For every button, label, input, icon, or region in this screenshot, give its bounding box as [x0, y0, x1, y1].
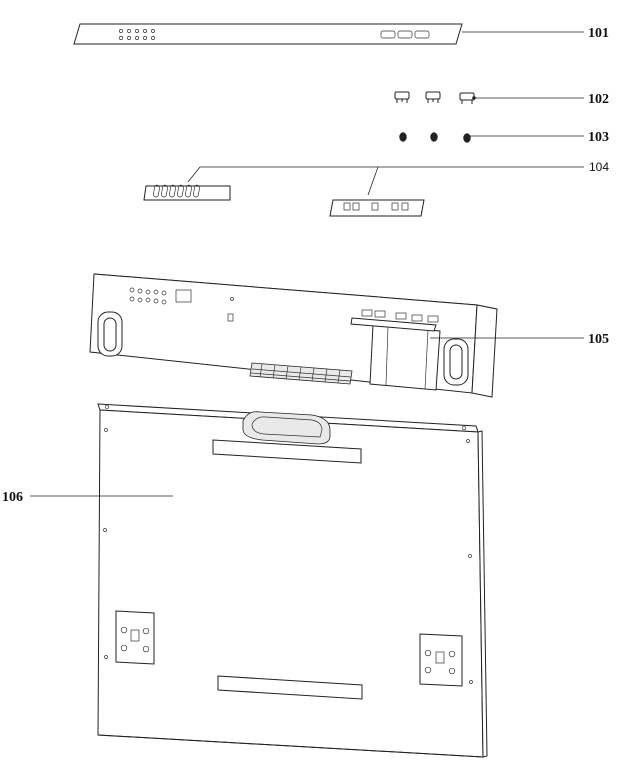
part-106-screw-holes [103, 404, 473, 684]
part-105-board-slots [361, 309, 439, 323]
label-104: 104 [589, 160, 609, 174]
part-106-handle [242, 411, 331, 445]
part-105-left-handle [97, 311, 123, 357]
part-101-panel-strip [73, 23, 584, 45]
part-104-boards [143, 166, 584, 217]
part-106-door-panel [30, 403, 488, 758]
label-106: 106 [2, 490, 23, 505]
part-105-right-handle [443, 338, 469, 386]
label-101: 101 [588, 26, 609, 41]
part-104-board-left [143, 184, 231, 201]
part-106-left-hinge-plate [115, 610, 155, 665]
label-105: 105 [588, 332, 609, 347]
part-105-housing [89, 273, 584, 398]
part-101-display-windows [380, 30, 430, 39]
part-106-right-hinge-plate [419, 633, 463, 687]
part-103-caps [399, 132, 584, 143]
part-105-button-cluster [129, 287, 234, 322]
part-105-vent [249, 362, 353, 385]
part-102-switches [394, 91, 584, 104]
part-101-button-holes [119, 29, 155, 40]
label-103: 103 [588, 130, 609, 145]
label-102: 102 [588, 92, 609, 107]
part-104-board-right [329, 199, 425, 217]
